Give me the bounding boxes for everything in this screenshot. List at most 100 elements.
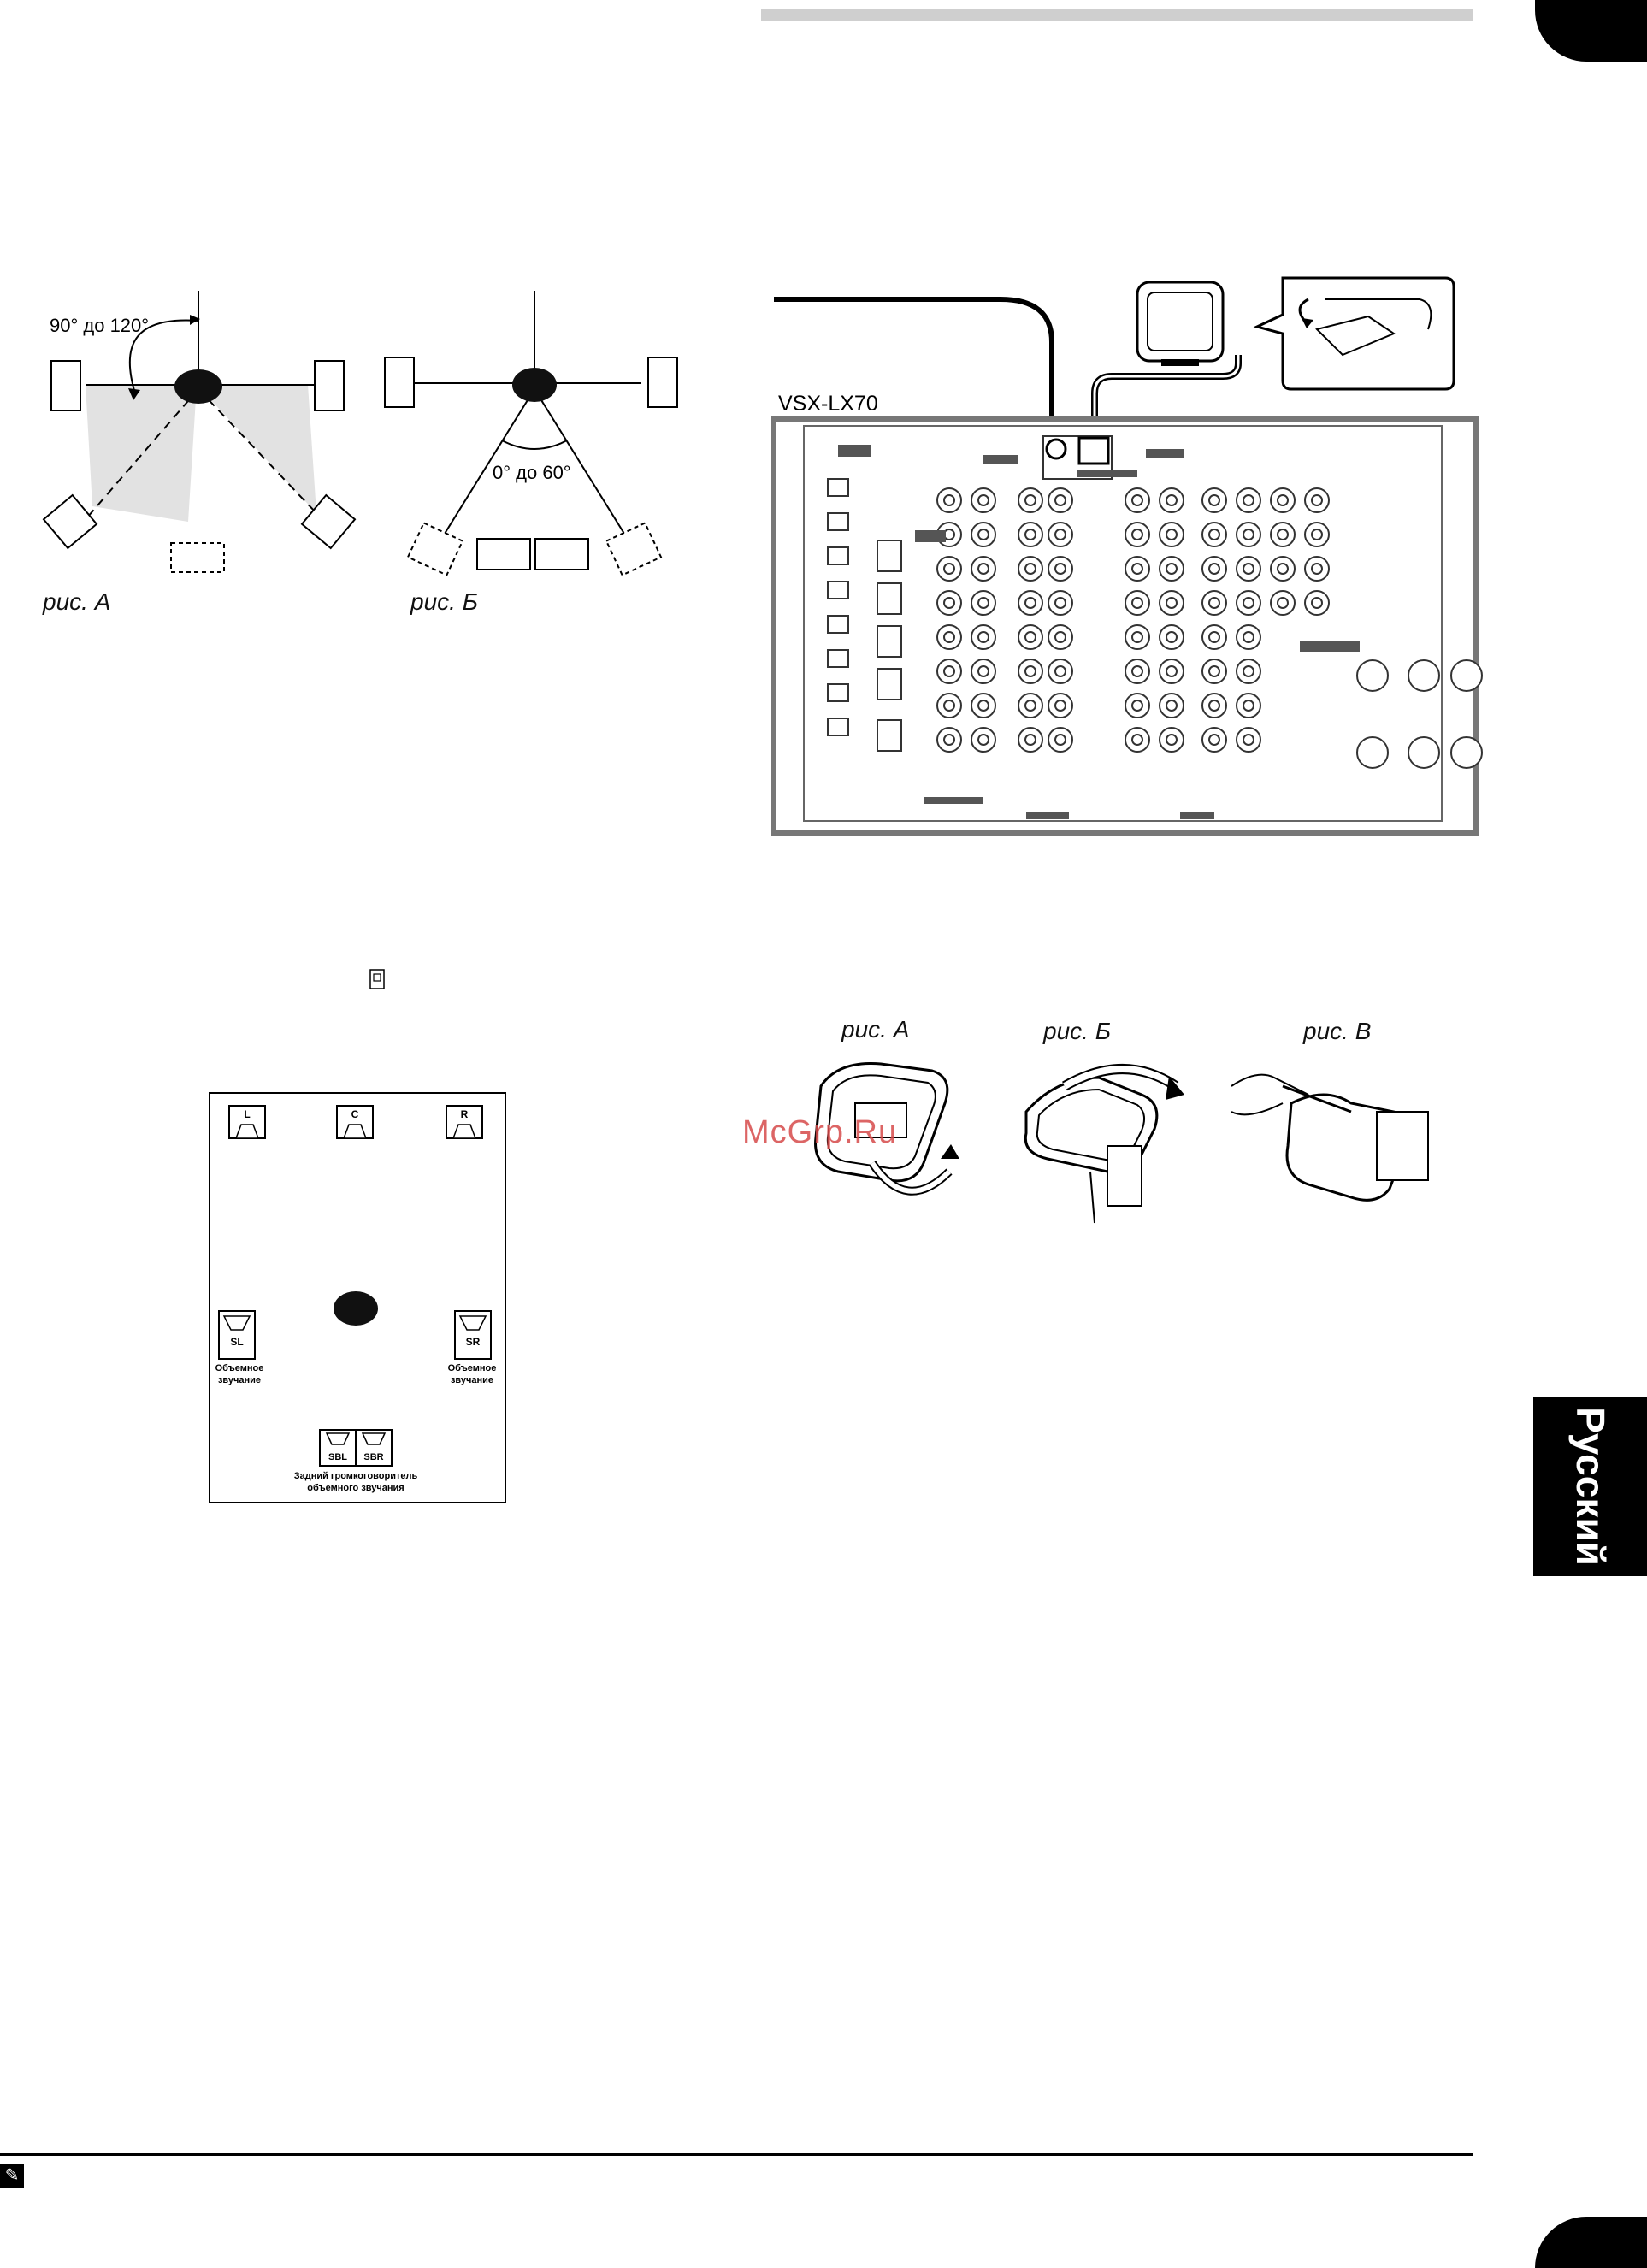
label-back-2: объемного звучания xyxy=(307,1483,404,1493)
rca-jack-center xyxy=(1243,529,1254,540)
footer-rule xyxy=(0,2153,1473,2156)
digital-jack xyxy=(828,718,848,735)
rca-jack-center xyxy=(1055,735,1066,745)
rca-jack-center xyxy=(1132,666,1142,676)
rca-jack-center xyxy=(1055,495,1066,505)
rca-jack-center xyxy=(1055,666,1066,676)
speaker-icon xyxy=(369,969,385,989)
rca-jack-center xyxy=(1278,495,1288,505)
rca-jack-center xyxy=(1209,495,1219,505)
label-sr-1: Объемное xyxy=(448,1363,497,1373)
rca-jack-center xyxy=(1209,666,1219,676)
rca-jack-center xyxy=(1243,632,1254,642)
receiver-model-label: VSX-LX70 xyxy=(778,392,878,416)
speaker-surround-left xyxy=(219,1311,255,1359)
rca-jack-center xyxy=(1278,529,1288,540)
rca-jack-center xyxy=(944,666,954,676)
rca-jack-center xyxy=(1243,666,1254,676)
rca-jack-center xyxy=(1243,735,1254,745)
rca-jack-center xyxy=(1132,598,1142,608)
label-sr: SR xyxy=(466,1336,481,1348)
rca-jack-center xyxy=(1166,700,1177,711)
rca-jack-center xyxy=(978,700,989,711)
digital-jack xyxy=(828,616,848,633)
rca-jack-center xyxy=(1209,598,1219,608)
rca-jack-center xyxy=(1132,700,1142,711)
rca-jack-center xyxy=(1209,632,1219,642)
figure-b-diagram: 0° до 60° xyxy=(376,291,701,616)
rca-jack-center xyxy=(1312,495,1322,505)
digital-jack xyxy=(828,582,848,599)
chapter-tab-top xyxy=(1535,0,1647,62)
rca-jack-center xyxy=(1209,700,1219,711)
rca-jack-center xyxy=(1025,564,1036,574)
antenna-fig-b-drawing xyxy=(1013,1052,1193,1231)
rca-jack-center xyxy=(978,632,989,642)
rca-jack-center xyxy=(1025,735,1036,745)
label-sl-2: звучание xyxy=(218,1375,261,1385)
figure-a-diagram: 90° до 120° xyxy=(34,291,376,616)
rca-jack-center xyxy=(978,735,989,745)
rca-jack-center xyxy=(1055,700,1066,711)
rca-jack-center xyxy=(1025,598,1036,608)
rca-jack-center xyxy=(1055,529,1066,540)
speaker-terminal xyxy=(1408,660,1439,691)
digital-jack xyxy=(828,684,848,701)
rca-jack-center xyxy=(1312,598,1322,608)
hdmi-jack xyxy=(877,540,901,571)
label-sl: SL xyxy=(230,1336,243,1348)
speaker-layout-marks: L C R SL SR Объемное звучание Объемное з… xyxy=(209,1092,505,1503)
language-tab-label: Русский xyxy=(1567,1407,1614,1566)
rca-jack-center xyxy=(1166,495,1177,505)
fig-b-angle-label: 0° до 60° xyxy=(493,462,571,483)
rca-jack-center xyxy=(1025,666,1036,676)
hdmi-jack xyxy=(877,583,901,614)
receiver-rear-panel: VSX-LX70 xyxy=(770,274,1476,838)
rca-jack-center xyxy=(978,564,989,574)
label-sbr: SBR xyxy=(363,1452,383,1462)
page-number-tab xyxy=(1535,2217,1647,2268)
digital-jack xyxy=(828,479,848,496)
label-sl-1: Объемное xyxy=(215,1363,264,1373)
rca-jack-center xyxy=(1132,632,1142,642)
rca-jack-center xyxy=(1166,598,1177,608)
rca-jack-center xyxy=(1209,564,1219,574)
rca-jack-center xyxy=(1243,700,1254,711)
rca-jack-center xyxy=(944,735,954,745)
note-pencil-icon: ✎ xyxy=(0,2164,24,2188)
digital-jack xyxy=(828,547,848,564)
rca-jack-center xyxy=(1025,632,1036,642)
rca-jack-center xyxy=(1132,529,1142,540)
rca-jack-center xyxy=(1243,564,1254,574)
label-r: R xyxy=(461,1108,469,1120)
speaker-surround-right xyxy=(455,1311,491,1359)
fig-a-caption: рис. А xyxy=(43,588,110,616)
rca-jack-center xyxy=(944,564,954,574)
antenna-fig-c-drawing xyxy=(1231,1060,1454,1214)
rca-jack-center xyxy=(1312,529,1322,540)
rca-jack-center xyxy=(1132,564,1142,574)
rca-jack-center xyxy=(944,632,954,642)
header-rule xyxy=(761,9,1473,21)
hdmi-jack xyxy=(877,720,901,751)
rca-jack-center xyxy=(978,495,989,505)
speaker-terminal xyxy=(1357,660,1388,691)
rca-jack-center xyxy=(1278,564,1288,574)
rca-jack-center xyxy=(944,495,954,505)
rca-jack-center xyxy=(978,598,989,608)
rca-jack-center xyxy=(944,700,954,711)
rca-jack-center xyxy=(978,666,989,676)
label-l: L xyxy=(244,1108,250,1120)
rca-jack-center xyxy=(1278,598,1288,608)
rca-jack-center xyxy=(1025,529,1036,540)
label-sr-2: звучание xyxy=(451,1375,493,1385)
rca-jack-center xyxy=(1055,598,1066,608)
rca-jack-center xyxy=(1055,632,1066,642)
rca-jack-center xyxy=(1055,564,1066,574)
speaker-terminal xyxy=(1451,660,1482,691)
rca-jack-center xyxy=(1166,735,1177,745)
speaker-terminal xyxy=(1451,737,1482,768)
rca-jack-center xyxy=(1166,666,1177,676)
speaker-terminal xyxy=(1357,737,1388,768)
rca-jack-center xyxy=(1209,529,1219,540)
